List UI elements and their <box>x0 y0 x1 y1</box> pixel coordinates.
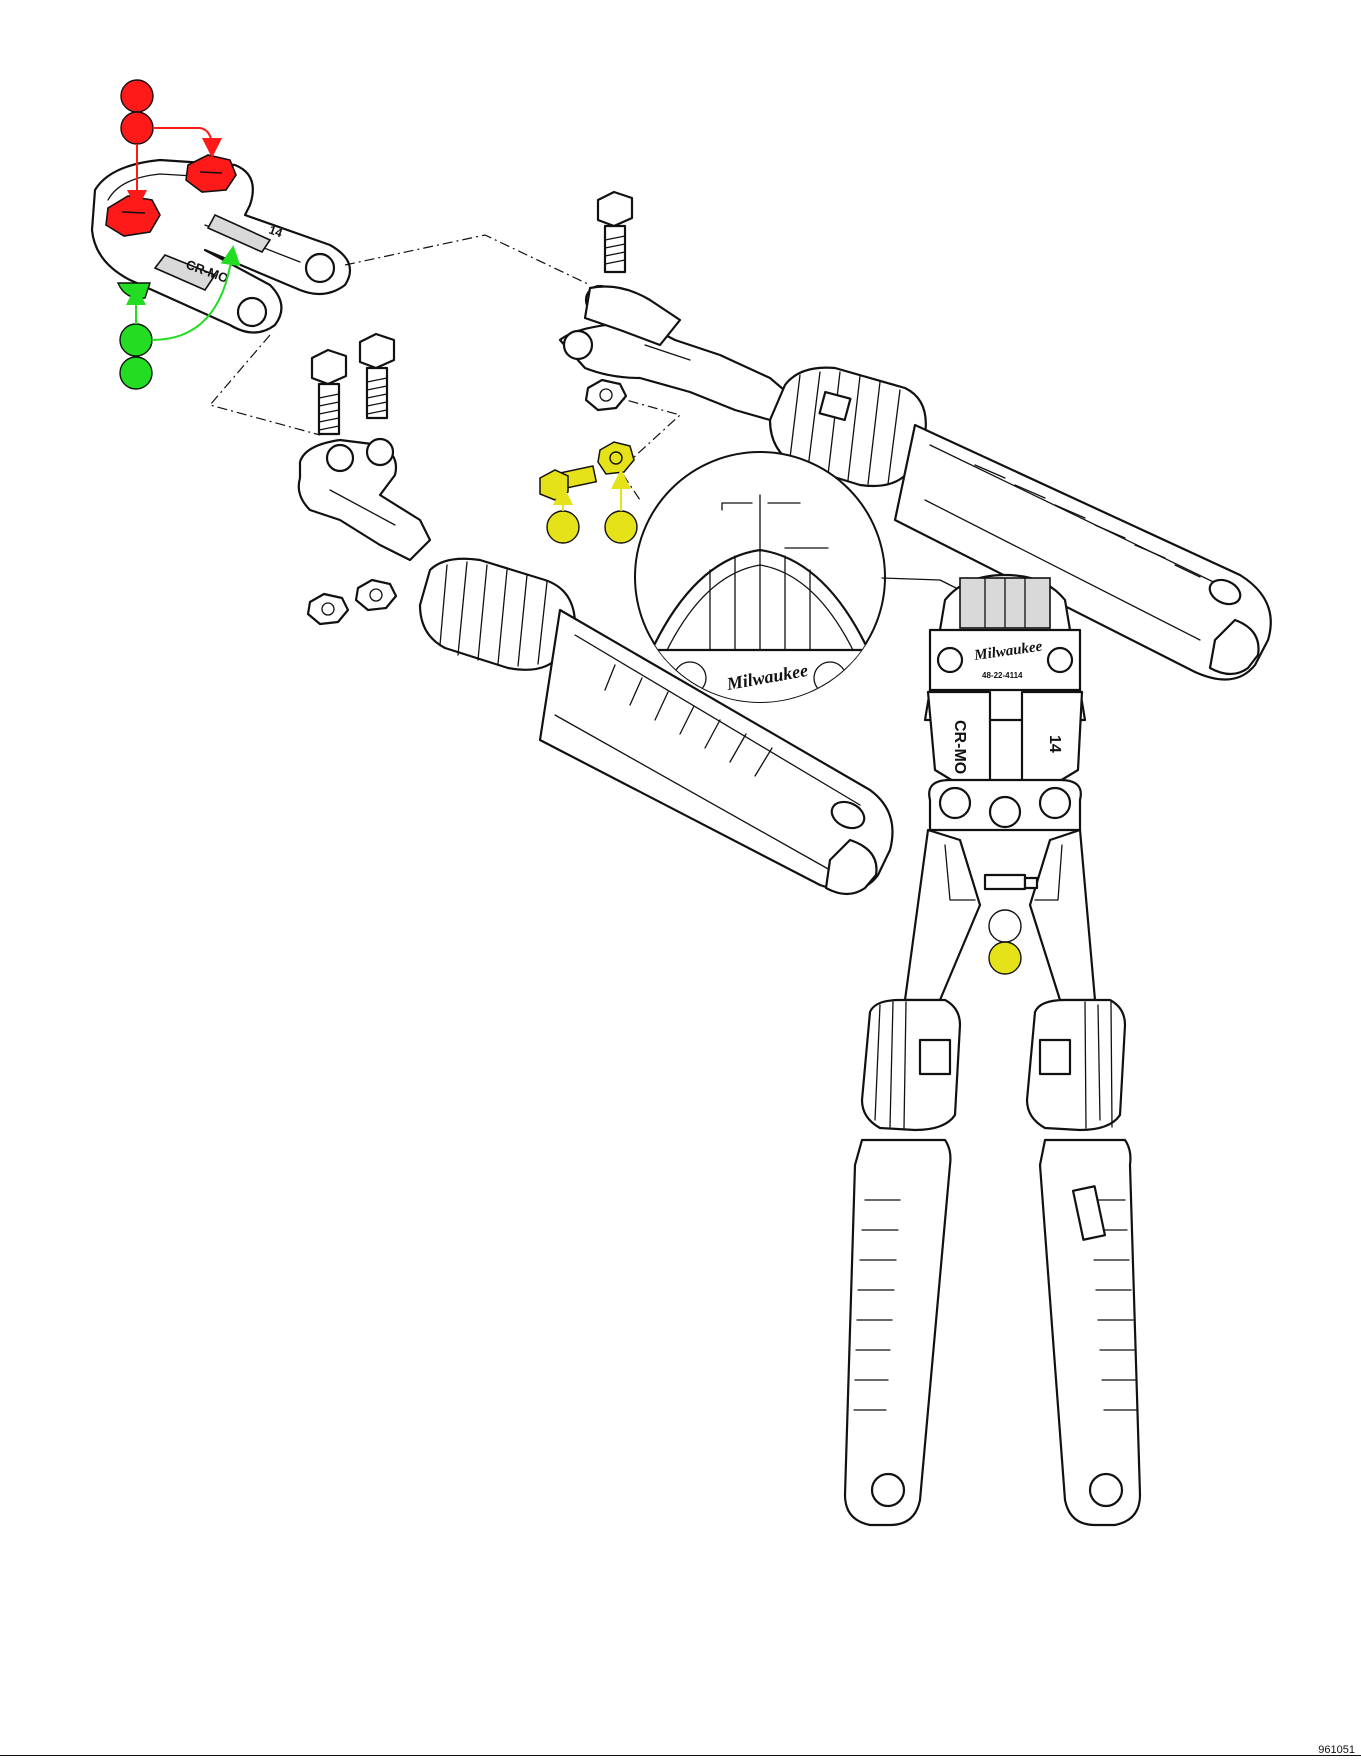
red-bolt-head-rear <box>186 155 236 192</box>
red-arrow-rear <box>153 128 212 148</box>
callout-yellow-2 <box>605 511 637 543</box>
part-number-label: 48-22-4114 <box>982 671 1023 680</box>
hex-nut-left-b <box>356 580 396 610</box>
callout-yellow-3 <box>989 942 1021 974</box>
hex-nut-left-a <box>308 594 348 624</box>
hex-bolt-left-a <box>312 350 346 434</box>
hex-nut-center <box>586 380 626 410</box>
callout-yellow-1 <box>547 511 579 543</box>
footer-rule <box>0 1755 1361 1756</box>
callout-red-2 <box>121 112 153 144</box>
hex-bolt-left-b <box>360 334 394 418</box>
hex-bolt-upper <box>598 192 632 272</box>
callout-green-1 <box>120 324 152 356</box>
callout-white <box>989 910 1021 942</box>
head-size-label: 14 <box>1046 735 1063 753</box>
callout-green-2 <box>120 357 152 389</box>
head-grade-label: CR-MO <box>951 720 968 774</box>
yellow-hex-nut <box>598 442 634 474</box>
callout-red-1 <box>121 80 153 112</box>
assembled-bolt-cutter: Milwaukee 48-22-4114 CR-MO 14 <box>845 575 1140 1525</box>
jaw-assembly: CR-MO 14 <box>92 155 350 333</box>
yellow-adjust-bolt <box>540 466 596 500</box>
